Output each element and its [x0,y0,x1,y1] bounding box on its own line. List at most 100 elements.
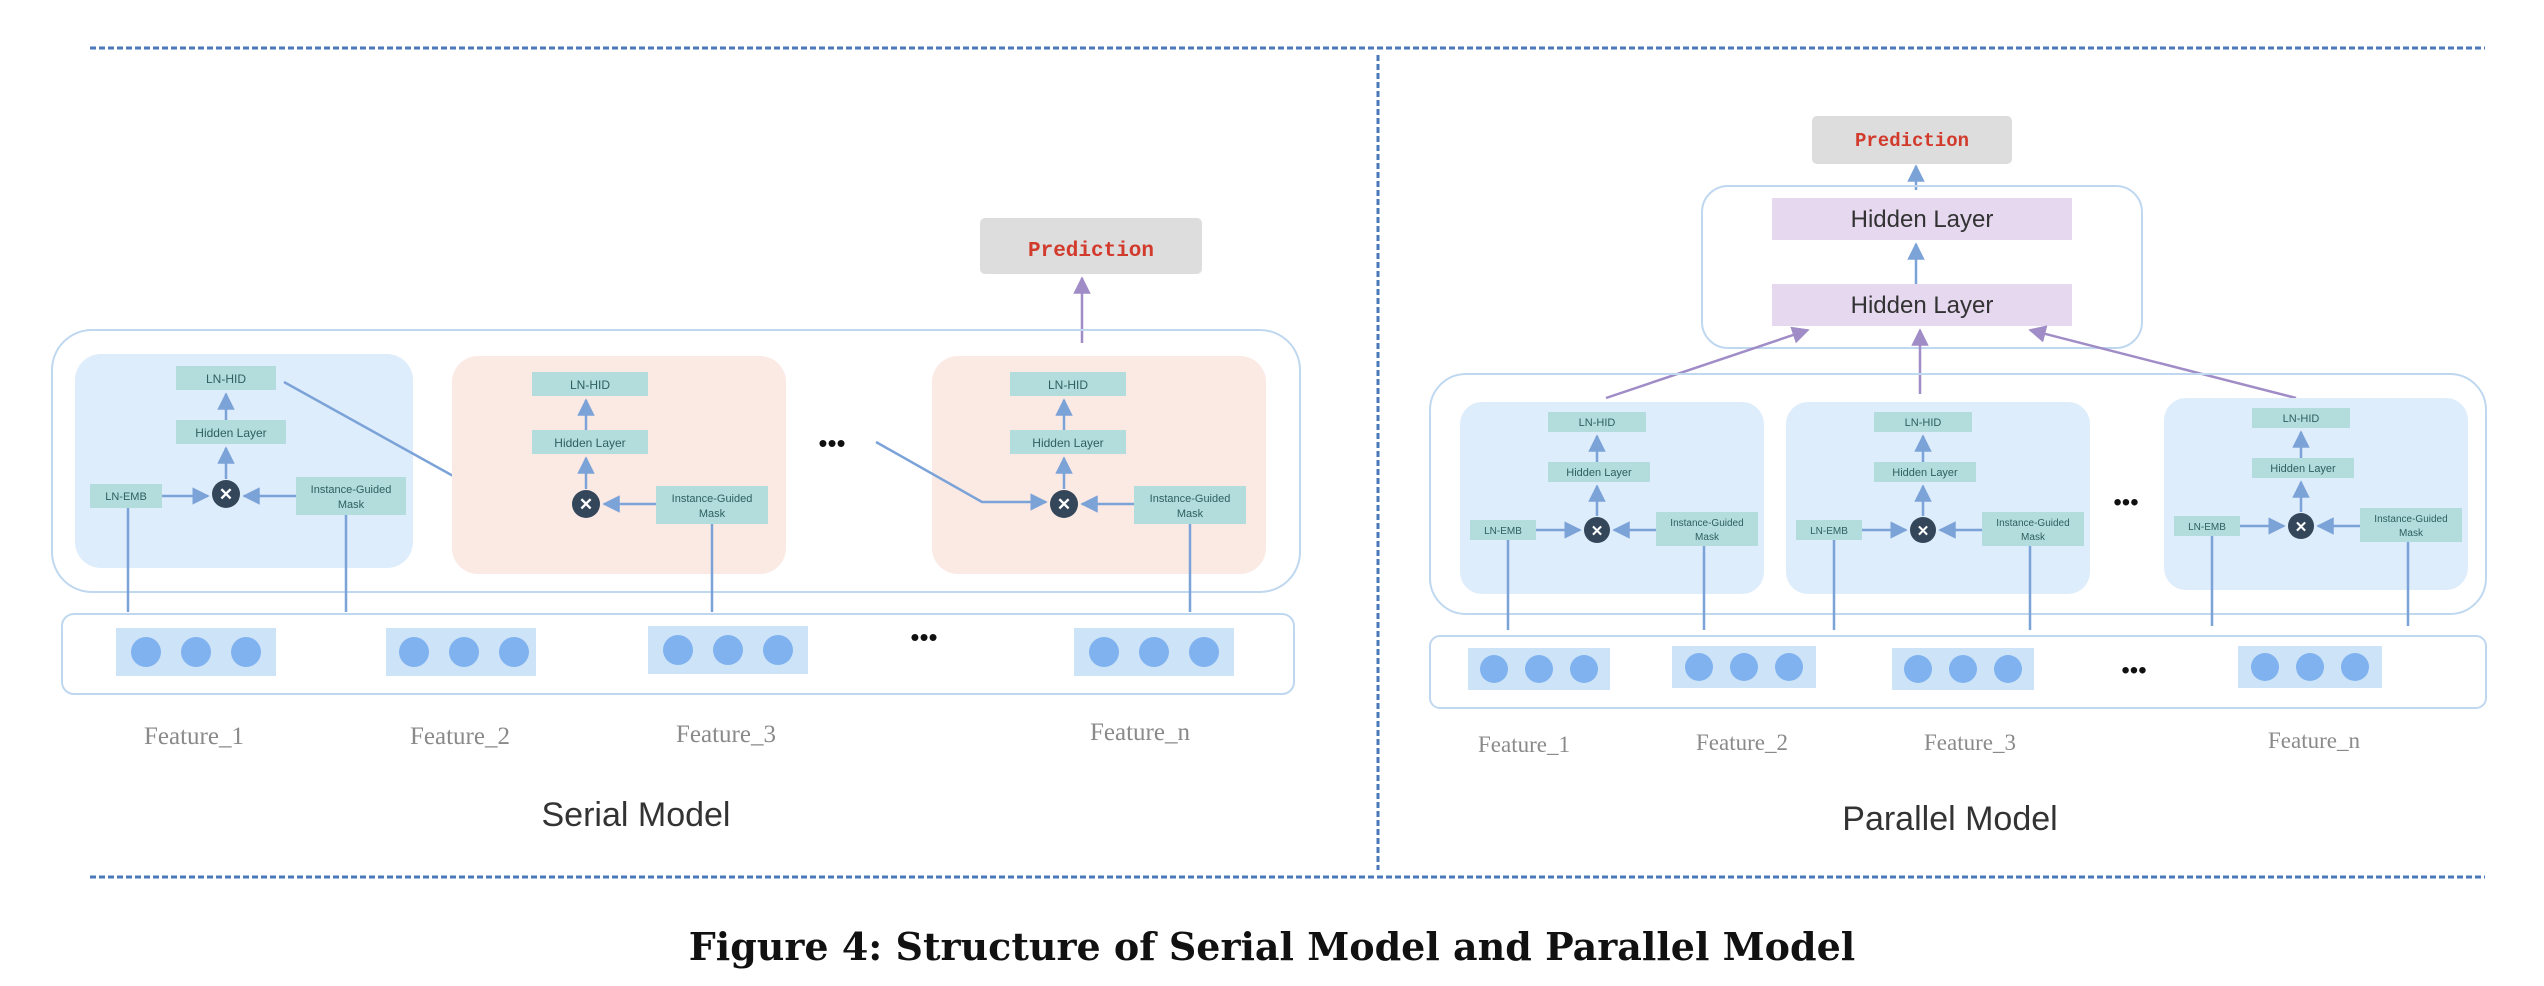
serial-feature-label-2: Feature_2 [410,723,510,750]
mask-node [1656,512,1758,546]
multiply-icon [572,490,600,518]
mask-node [2360,508,2462,542]
mask-label-line2: Mask [2399,528,2424,539]
hidden-layer-bottom [1772,284,2072,326]
parallel-top-container [1701,185,2143,349]
hidden-layer-label: Hidden Layer [1892,467,1958,479]
multiply-icon [1050,490,1078,518]
hidden-layer-label: Hidden Layer [1566,467,1632,479]
ln-emb-label: LN-EMB [1484,526,1522,537]
mask-label-line2: Mask [1695,532,1720,543]
serial-outer-container [51,329,1301,593]
hidden-layer-bottom-label: Hidden Layer [1851,292,1994,319]
mask-node [296,477,406,515]
parallel-feature-label-3: Feature_3 [1924,730,2016,755]
serial-model-title: Serial Model [542,796,731,834]
ln-hid-label: LN-HID [1905,417,1942,429]
hidden-layer-node [1010,430,1126,454]
hidden-layer-node [532,430,648,454]
parallel-block-ellipsis: ••• [2113,489,2138,516]
svg-text:✕: ✕ [579,495,593,514]
ln-hid-node [2252,408,2350,428]
ln-emb-label: LN-EMB [105,491,147,503]
ln-emb-label: LN-EMB [2188,522,2226,533]
hidden-layer-node [1548,462,1650,482]
ln-hid-label: LN-HID [2283,413,2320,425]
parallel-feature-panel [1429,635,2487,709]
parallel-feature-groups [1468,646,2382,690]
serial-block-ellipsis: ••• [818,428,845,458]
parallel-block-3: LN-HID Hidden Layer LN-EMB Instance-Guid… [2164,398,2468,626]
multiply-icon [2288,513,2314,539]
ln-emb-node [1470,520,1536,540]
mask-label-line2: Mask [2021,532,2046,543]
hidden-layer-top [1772,198,2072,240]
svg-text:✕: ✕ [1591,523,1604,540]
mask-label-line2: Mask [1177,508,1204,520]
serial-block-1: LN-HID Hidden Layer LN-EMB Instance-Guid… [75,354,570,612]
parallel-outer-container [1429,373,2487,615]
hidden-layer-label: Hidden Layer [554,436,625,450]
hidden-layer-label: Hidden Layer [195,426,266,440]
ln-hid-label: LN-HID [570,378,610,392]
hidden-layer-node [176,420,286,444]
mask-label-line1: Instance-Guided [1150,493,1231,505]
hidden-layer-node [2252,458,2354,478]
serial-feature-panel [61,613,1295,695]
svg-text:✕: ✕ [1057,495,1071,514]
parallel-model-title: Parallel Model [1842,800,2057,838]
mask-label-line1: Instance-Guided [1670,518,1743,529]
parallel-prediction-box [1812,116,2012,164]
serial-prediction-box [980,218,1202,274]
svg-text:✕: ✕ [1917,523,1930,540]
serial-prediction-label: Prediction [1028,240,1154,263]
svg-text:✕: ✕ [2295,519,2308,536]
ln-emb-label: LN-EMB [1810,526,1848,537]
mask-node [656,486,768,524]
mask-label-line1: Instance-Guided [311,484,392,496]
figure-frame [90,46,2485,879]
hidden-layer-node [1874,462,1976,482]
parallel-feature-label-2: Feature_2 [1696,730,1788,755]
mask-label-line1: Instance-Guided [2374,514,2447,525]
ln-hid-node [1010,372,1126,396]
ln-hid-label: LN-HID [1579,417,1616,429]
serial-feature-ellipsis: ••• [910,622,937,652]
serial-block-2: LN-HID Hidden Layer Instance-Guided Mask… [452,356,786,612]
ln-hid-node [1874,412,1972,432]
parallel-prediction-label: Prediction [1855,130,1969,152]
ln-hid-label: LN-HID [206,372,246,386]
svg-text:✕: ✕ [219,485,233,504]
parallel-block-2: LN-HID Hidden Layer LN-EMB Instance-Guid… [1786,402,2090,630]
serial-feature-label-1: Feature_1 [144,723,244,750]
serial-block-3: LN-HID Hidden Layer Instance-Guided Mask… [875,356,1266,612]
multiply-icon [1910,517,1936,543]
serial-feature-label-n: Feature_n [1090,719,1190,746]
mask-label-line2: Mask [699,508,726,520]
ln-hid-label: LN-HID [1048,378,1088,392]
parallel-feature-label-1: Feature_1 [1478,732,1570,757]
serial-feature-label-3: Feature_3 [676,721,776,748]
parallel-block-1: LN-HID Hidden Layer LN-EMB Instance-Guid… [1460,402,1764,630]
mask-node [1134,486,1246,524]
parallel-feature-label-n: Feature_n [2268,728,2360,753]
hidden-layer-top-label: Hidden Layer [1851,206,1994,233]
mask-node [1982,512,2084,546]
serial-model: Prediction LN-HID Hidden Layer LN-EMB In… [51,218,1301,834]
multiply-icon [1584,517,1610,543]
multiply-icon [212,480,240,508]
ln-emb-node [90,484,162,508]
ln-hid-node [1548,412,1646,432]
ln-hid-node [176,366,276,390]
ln-emb-node [2174,516,2240,536]
ln-emb-node [1796,520,1862,540]
hidden-layer-label: Hidden Layer [2270,463,2336,475]
hidden-layer-label: Hidden Layer [1032,436,1103,450]
ln-hid-node [532,372,648,396]
figure-caption: Figure 4: Structure of Serial Model and … [689,924,1855,969]
mask-label-line2: Mask [338,499,365,511]
mask-label-line1: Instance-Guided [672,493,753,505]
parallel-model: Prediction Hidden Layer Hidden Layer LN-… [1429,116,2487,838]
parallel-feature-ellipsis: ••• [2121,657,2146,684]
